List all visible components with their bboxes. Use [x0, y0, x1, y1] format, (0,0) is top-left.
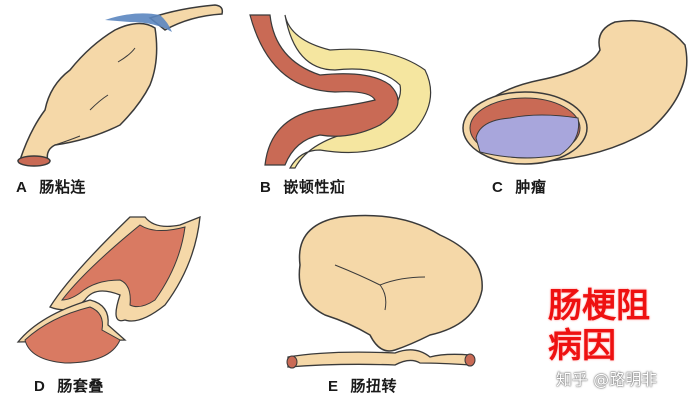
panel-e-volvulus: E 肠扭转	[270, 205, 530, 406]
panel-label: 嵌顿性疝	[283, 178, 346, 196]
panel-letter: E	[328, 378, 339, 395]
figure-title: 肠梗阻 病因	[548, 286, 650, 366]
panel-letter: C	[492, 179, 504, 196]
panel-label: 肠扭转	[350, 377, 398, 395]
panel-caption: B 嵌顿性疝	[260, 176, 345, 197]
panel-a-adhesion: A 肠粘连	[0, 0, 240, 200]
incarcerated-hernia-illustration	[249, 14, 432, 169]
title-line-2: 病因	[548, 326, 616, 366]
panel-label: 肠套叠	[57, 377, 104, 395]
panel-label: 肿瘤	[515, 178, 547, 196]
adhesion-intestine-illustration	[17, 4, 224, 167]
panel-label: 肠粘连	[39, 178, 86, 196]
panel-caption: C 肿瘤	[492, 176, 546, 197]
panel-caption: E 肠扭转	[328, 375, 397, 396]
panel-caption: A 肠粘连	[16, 176, 86, 197]
volvulus-illustration	[286, 214, 483, 369]
panel-letter: B	[260, 179, 272, 196]
panel-c-tumor: C 肿瘤	[450, 0, 700, 200]
panel-caption: D 肠套叠	[34, 375, 104, 396]
panel-letter: D	[34, 378, 46, 395]
panel-b-hernia: B 嵌顿性疝	[240, 0, 450, 200]
panel-letter: A	[16, 179, 28, 196]
intussusception-illustration	[16, 215, 201, 364]
tumor-illustration	[462, 19, 688, 165]
panel-d-intussusception: D 肠套叠	[0, 205, 250, 406]
watermark: 知乎 @路明非	[556, 370, 658, 389]
title-line-1: 肠梗阻	[548, 286, 650, 326]
